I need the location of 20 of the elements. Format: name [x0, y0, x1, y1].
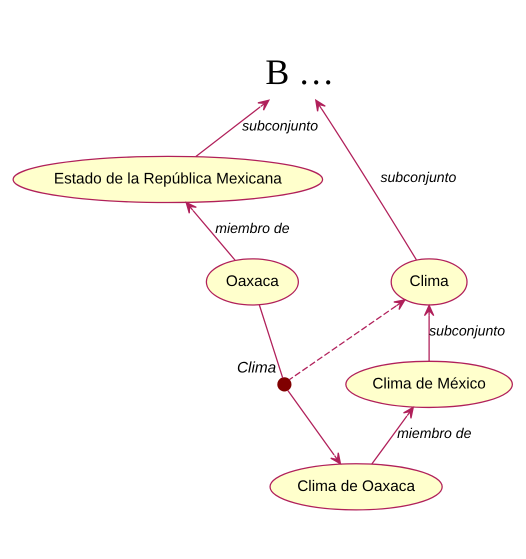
node-circle — [277, 376, 292, 391]
arrow — [287, 390, 342, 464]
node-ellipse: Oaxaca — [206, 258, 299, 306]
edge-label: subconjunto — [380, 168, 456, 184]
node-label: Clima — [236, 358, 276, 376]
connector — [258, 304, 284, 378]
arrow — [196, 99, 270, 157]
edge-label: miembro de — [397, 424, 472, 440]
node-ellipse: Clima — [390, 258, 468, 306]
arrow — [371, 406, 414, 464]
node-ellipse: Clima de Oaxaca — [269, 462, 443, 510]
arrow — [315, 99, 417, 260]
arrow — [288, 298, 406, 380]
arrow — [424, 304, 434, 360]
edge-label: subconjunto — [242, 117, 318, 134]
node-ellipse: Estado de la República Mexicana — [12, 155, 324, 203]
edge-label: miembro de — [215, 220, 290, 236]
node-text: B … — [265, 51, 334, 92]
arrow — [186, 201, 236, 260]
node-ellipse: Clima de México — [345, 360, 513, 408]
